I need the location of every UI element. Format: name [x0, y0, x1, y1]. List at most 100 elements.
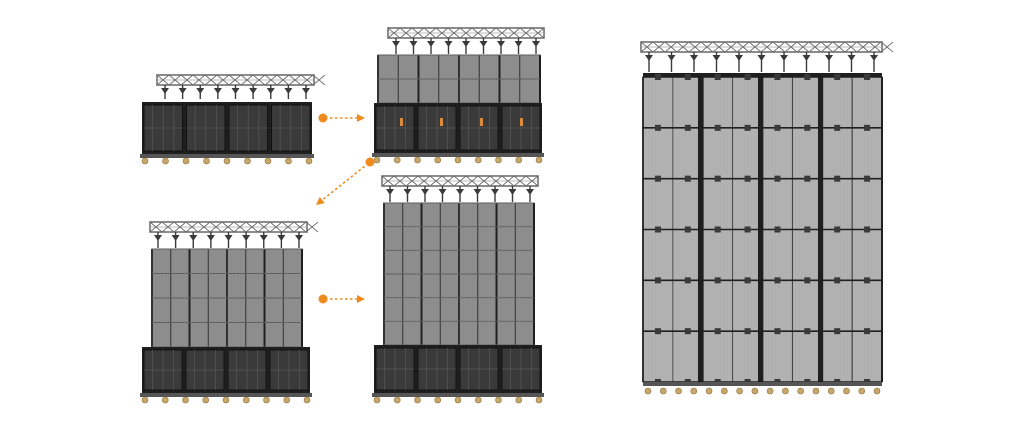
chain-hoist [427, 41, 435, 47]
assembly-step-3 [140, 221, 319, 404]
connector [864, 74, 871, 80]
chain-hoist [780, 55, 788, 61]
caster-wheel-icon [283, 396, 291, 404]
chain-hoist [196, 88, 205, 94]
caster-wheel-icon [414, 396, 421, 404]
chain-hoist [847, 55, 856, 61]
chain-hoist [532, 41, 540, 47]
chain-hoist [690, 55, 698, 61]
chain-hoist [409, 41, 418, 47]
caster-wheel-icon [244, 157, 251, 165]
connector [714, 124, 721, 131]
connector [684, 74, 691, 80]
connector [864, 277, 871, 284]
connector [744, 124, 751, 131]
caster-wheel-icon [474, 396, 482, 404]
truss-icon [381, 175, 539, 202]
caster-wheel-icon [393, 396, 401, 404]
chain-hoist [491, 189, 499, 195]
chain-hoist [462, 41, 470, 47]
caster-wheel-icon [690, 387, 698, 395]
caster-wheel-icon [535, 396, 543, 404]
accent-marker [520, 118, 523, 126]
chain-hoist [667, 55, 676, 61]
caster-wheel-icon [797, 387, 804, 395]
caster-wheel-icon [141, 396, 149, 404]
flight-cases [140, 347, 312, 404]
caster-wheel-icon [305, 157, 313, 165]
chain-hoist [497, 41, 505, 47]
chain-hoist [444, 41, 453, 47]
assembly-step-4 [372, 175, 544, 404]
arrow-origin-dot [365, 157, 375, 167]
chain-hoist [386, 189, 394, 195]
screen-panel [151, 248, 303, 348]
connector [804, 328, 811, 335]
caster-wheel-icon [782, 387, 789, 395]
chain-hoist [242, 235, 251, 241]
caster-wheel-icon [222, 396, 230, 404]
top-header-beam [643, 73, 882, 77]
caster-wheel-icon [474, 156, 482, 164]
connector [714, 74, 721, 80]
connector [744, 226, 751, 233]
connector [744, 74, 751, 80]
truss-icon [387, 27, 545, 54]
connector [654, 226, 661, 233]
chain-hoist [438, 189, 447, 195]
chain-hoist [171, 235, 180, 241]
screen-panel [383, 202, 535, 346]
arrow-right-icon [318, 294, 365, 304]
connector [834, 74, 841, 80]
connector [654, 277, 661, 284]
chain-hoist [224, 235, 233, 241]
caster-wheel-icon [766, 387, 774, 395]
arrowhead [316, 196, 325, 205]
connector [684, 277, 691, 284]
truss-icon [156, 74, 326, 99]
truss-icon [149, 221, 319, 248]
chain-hoist [456, 189, 464, 195]
connector [804, 175, 811, 182]
flight-cases [140, 102, 314, 165]
chain-hoist [825, 55, 833, 61]
connector [834, 226, 841, 233]
chain-hoist [479, 41, 488, 47]
caster-wheel-icon [454, 396, 462, 404]
connector [804, 74, 811, 80]
chain-hoist [295, 235, 303, 241]
connector [684, 175, 691, 182]
assembly-step-1 [140, 74, 326, 165]
caster-wheel-icon [242, 396, 250, 404]
caster-wheel-icon [495, 396, 502, 404]
caster-wheel-icon [393, 156, 401, 164]
arrowhead [357, 114, 365, 122]
chain-hoist [645, 55, 653, 61]
assembly-step-2 [372, 27, 545, 164]
chain-hoist [508, 189, 517, 195]
arrowhead [357, 295, 365, 303]
chain-hoist [735, 55, 743, 61]
caster-wheel-icon [373, 156, 381, 164]
caster-wheel-icon [659, 387, 667, 395]
caster-wheel-icon [182, 396, 189, 404]
connector [834, 328, 841, 335]
caster-wheel-icon [675, 387, 682, 395]
chain-hoist [154, 235, 162, 241]
caster-wheel-icon [434, 156, 442, 164]
chain-hoist [302, 88, 310, 94]
caster-wheel-icon [414, 156, 421, 164]
connector [834, 175, 841, 182]
connector [744, 175, 751, 182]
connector [714, 226, 721, 233]
chain-hoist [178, 88, 187, 94]
caster-wheel-icon [182, 157, 190, 165]
chain-hoist [249, 88, 258, 94]
caster-wheel-icon [515, 156, 523, 164]
connector [774, 74, 781, 80]
chain-hoist [259, 235, 268, 241]
connector [834, 277, 841, 284]
chain-hoist [189, 235, 198, 241]
